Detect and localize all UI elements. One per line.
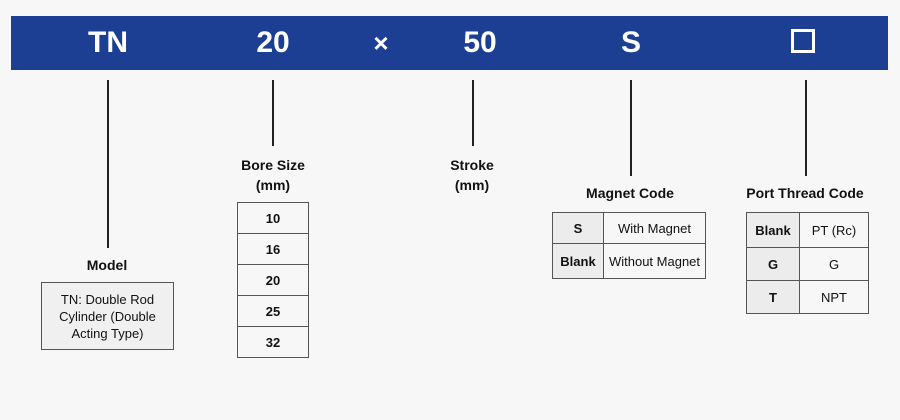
table-row: G G [746,247,869,281]
model-connector-line [107,80,109,248]
table-row: 32 [237,326,309,358]
bore-size-option: 20 [237,264,309,296]
model-label: Model [86,257,128,273]
model-code-band [11,16,888,70]
stroke-label: Stroke (mm) [450,155,494,195]
magnet-code-table: S With Magnet Blank Without Magnet [552,212,706,279]
magnet-code-key: S [552,212,604,244]
bore-size-label-line1: Bore Size [241,157,305,173]
port-thread-code-label: Port Thread Code [746,185,864,201]
magnet-code-meaning: With Magnet [603,212,706,244]
port-connector-line [805,80,807,176]
model-description: TN: Double Rod Cylinder (Double Acting T… [59,291,156,341]
model-description-box: TN: Double Rod Cylinder (Double Acting T… [41,282,174,350]
magnet-connector-line [630,80,632,176]
table-row: Blank PT (Rc) [746,212,869,248]
stroke-label-line1: Stroke [450,157,494,173]
separator-symbol: × [373,28,389,58]
port-thread-code-meaning: NPT [799,280,869,314]
port-thread-code-key: Blank [746,212,800,248]
port-thread-code-meaning: PT (Rc) [799,212,869,248]
table-row: T NPT [746,280,869,314]
bore-size-option: 16 [237,233,309,265]
table-row: 25 [237,295,309,327]
table-row: 10 [237,202,309,234]
bore-code: 20 [256,26,290,59]
stroke-code: 50 [463,26,497,59]
table-row: S With Magnet [552,212,706,244]
bore-size-label: Bore Size (mm) [241,155,305,195]
bore-size-option: 10 [237,202,309,234]
port-code-box-icon [791,29,815,53]
bore-size-label-unit: (mm) [255,177,291,193]
stroke-connector-line [472,80,474,146]
table-row: 16 [237,233,309,265]
port-thread-code-table: Blank PT (Rc) G G T NPT [746,212,869,314]
model-code: TN [88,26,128,59]
port-thread-code-meaning: G [799,247,869,281]
table-row: Blank Without Magnet [552,243,706,279]
port-thread-code-key: T [746,280,800,314]
magnet-code-key: Blank [552,243,604,279]
magnet-code-meaning: Without Magnet [603,243,706,279]
port-thread-code-key: G [746,247,800,281]
bore-connector-line [272,80,274,146]
bore-size-option: 25 [237,295,309,327]
magnet-code-label: Magnet Code [586,185,674,201]
table-row: 20 [237,264,309,296]
magnet-code: S [620,26,642,59]
bore-size-table: 10 16 20 25 32 [237,202,309,358]
bore-size-option: 32 [237,326,309,358]
stroke-label-unit: (mm) [454,177,490,193]
